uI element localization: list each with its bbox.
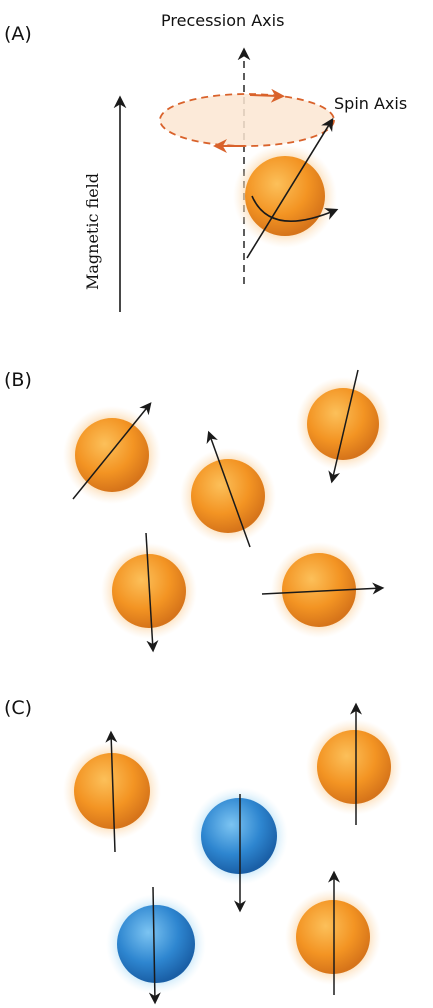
panel-a: (A) Precession Axis Magnetic field Spin … [4, 11, 407, 312]
spin-up-1-arrow [105, 730, 118, 853]
random-spin-5 [261, 542, 385, 638]
magnetic-field-label: Magnetic field [83, 173, 102, 290]
rotation-arrow [251, 195, 339, 222]
panel-b: (B) [4, 369, 390, 653]
random-spin-3 [180, 430, 276, 548]
spin-down-2-arrow [148, 886, 161, 1005]
random-spin-4 [101, 532, 197, 653]
spin-5-arrow [261, 582, 385, 595]
aligned-spin-up-1 [63, 730, 161, 853]
precession-axis-label: Precession Axis [161, 11, 284, 30]
anti-aligned-spin-down-1 [190, 787, 288, 913]
spin-axis-arrow [246, 117, 334, 259]
random-spin-2 [296, 369, 390, 484]
spin-4-arrow [145, 532, 159, 653]
panel-c-label: (C) [4, 697, 32, 719]
spin-axis-label: Spin Axis [334, 94, 407, 113]
spin-3-arrow [206, 430, 251, 548]
precession-path [159, 93, 335, 147]
spin-1-arrow [72, 402, 152, 500]
panel-a-label: (A) [4, 23, 32, 45]
random-spin-1 [63, 402, 161, 504]
panel-c: (C) [4, 697, 402, 1005]
anti-aligned-spin-down-2 [106, 886, 206, 1005]
aligned-spin-up-3 [285, 870, 381, 995]
precession-direction-arrow-top [249, 88, 285, 103]
spin-2-arrow [328, 369, 359, 484]
panel-b-label: (B) [4, 369, 32, 391]
aligned-spin-up-2 [306, 702, 402, 825]
